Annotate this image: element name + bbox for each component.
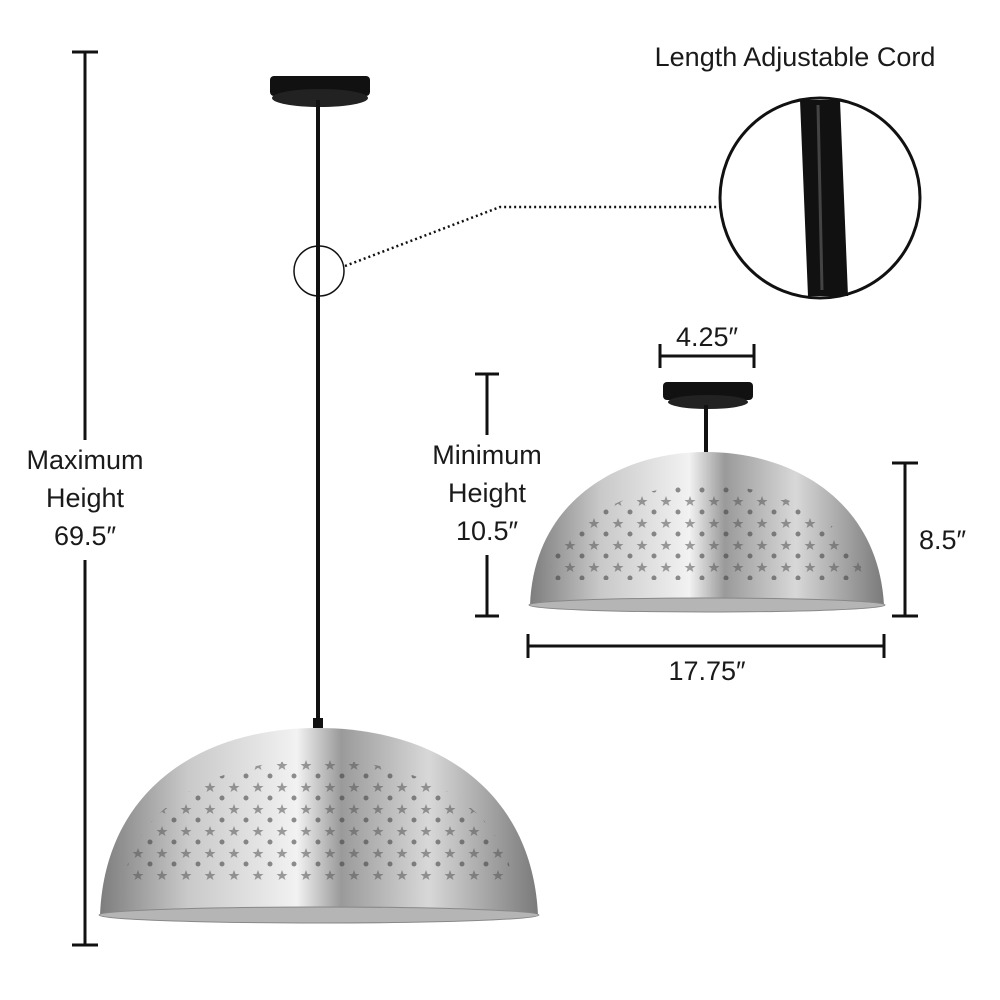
max-height-label: Maximum Height 69.5″	[0, 441, 170, 555]
min-height-line1: Minimum	[432, 440, 542, 470]
max-height-line1: Maximum	[26, 445, 144, 475]
min-height-line2: Height	[447, 478, 527, 508]
callout-leader	[344, 205, 718, 268]
shade-height-label: 8.5″	[918, 525, 967, 555]
pendant-lamp-extended	[98, 76, 540, 924]
pendant-lamp-minimum	[528, 382, 886, 613]
min-height-value: 10.5″	[455, 516, 519, 546]
max-height-value: 69.5″	[53, 521, 117, 551]
min-height-label: Minimum Height 10.5″	[400, 436, 574, 550]
max-height-dimension	[72, 50, 98, 947]
shade-width-label: 17.75″	[668, 656, 746, 686]
cord-detail-marker	[293, 245, 345, 297]
max-height-line2: Height	[45, 483, 125, 513]
cord-detail-circle	[718, 96, 922, 300]
callout-title: Length Adjustable Cord	[654, 42, 936, 72]
small-dimensions	[475, 344, 918, 658]
canopy-width-label: 4.25″	[675, 322, 739, 352]
